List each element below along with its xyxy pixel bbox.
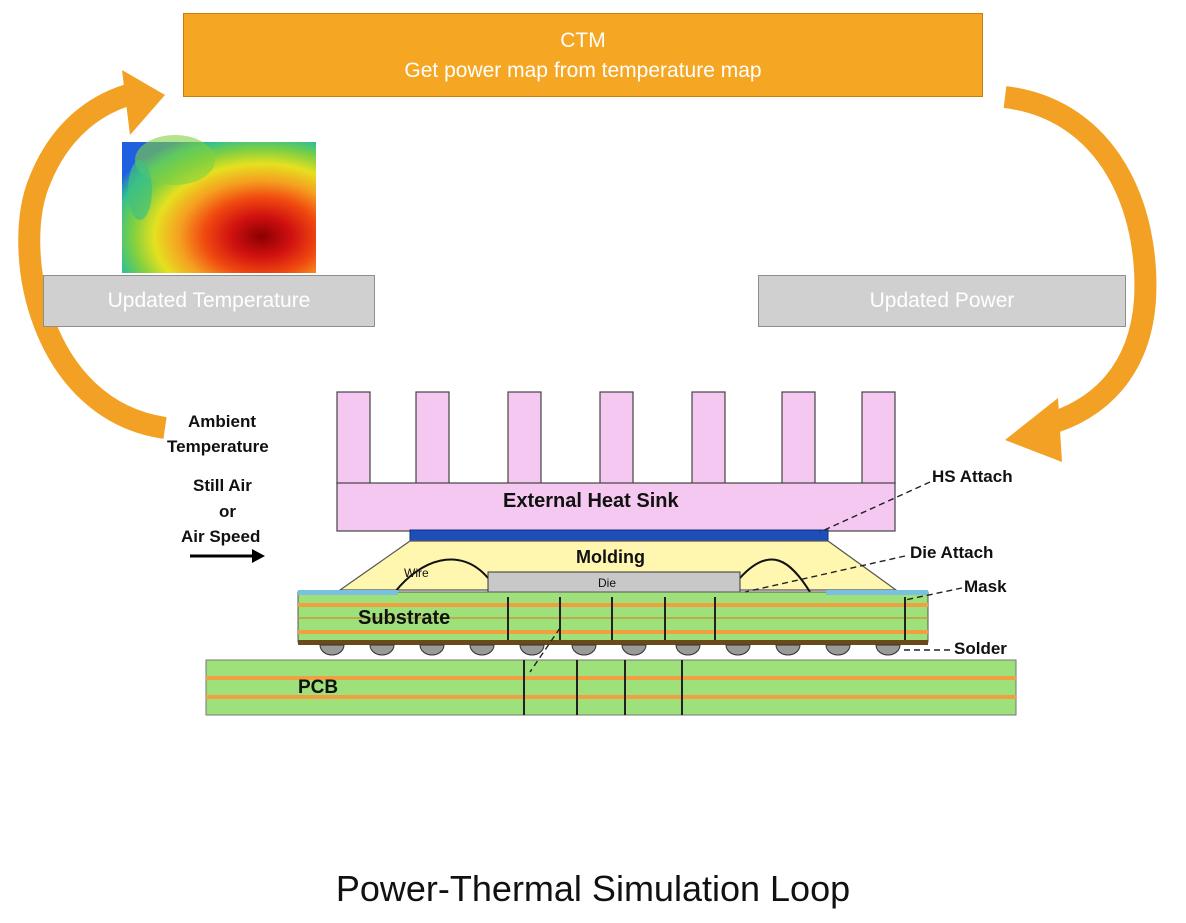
hs-attach-layer [409,529,829,542]
air-label-line3: Air Speed [181,527,261,546]
air-label-line1: Still Air [193,476,252,495]
ambient-label-line1: Ambient [188,412,256,431]
substrate [297,590,929,645]
die-attach-leader [744,555,906,593]
hs-attach-callout: HS Attach [932,467,1013,486]
ctm-title: CTM [560,29,606,52]
updated-temperature-box: Updated Temperature [43,275,375,327]
pcb [205,659,1017,716]
solder-balls [319,644,901,656]
air-label-line2: or [219,502,236,521]
substrate-label: Substrate [358,607,451,629]
hs-attach-leader [819,481,931,533]
ambient-label-line2: Temperature [167,437,269,456]
heat-sink [336,391,896,532]
left-loop-arrow [18,84,167,439]
updated-power-box: Updated Power [758,275,1126,327]
pcb-label: PCB [298,677,339,698]
solder-callout: Solder [954,639,1007,658]
ctm-subtitle: Get power map from temperature map [404,59,762,82]
external-heat-sink-label: External Heat Sink [503,490,679,512]
right-arrow-head [1005,398,1062,462]
wire-label: Wire [404,566,429,580]
right-loop-arrow [1003,86,1157,436]
molding-label: Molding [576,547,645,567]
die-label: Die [598,576,617,590]
diagram-caption: Power-Thermal Simulation Loop [335,868,851,909]
ctm-box: CTM Get power map from temperature map [183,13,983,97]
left-arrow-head [122,70,165,135]
mask-callout: Mask [964,577,1007,596]
die-attach-callout: Die Attach [910,543,994,562]
